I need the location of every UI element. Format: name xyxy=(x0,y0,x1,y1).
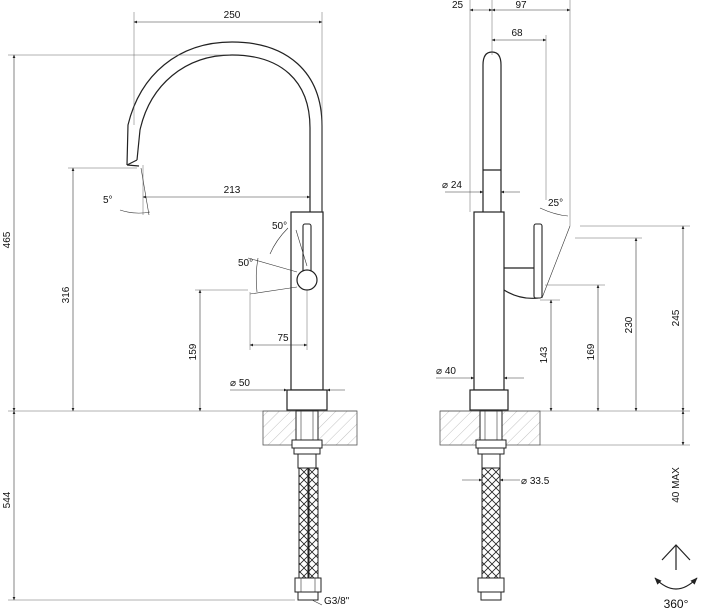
dim-angle-50-lower: 50° xyxy=(238,258,253,269)
dim-diameter-50: ⌀ 50 xyxy=(230,378,250,389)
dim-230: 230 xyxy=(624,316,635,333)
side-lever xyxy=(503,267,539,299)
dim-245: 245 xyxy=(671,309,682,326)
dim-213: 213 xyxy=(224,185,241,196)
dim-40-max: 40 MAX xyxy=(671,467,682,503)
dim-diameter-33-5: ⌀ 33.5 xyxy=(521,476,550,487)
dim-143: 143 xyxy=(539,346,550,363)
dim-angle-5: 5° xyxy=(103,195,113,206)
side-spout xyxy=(482,51,502,212)
dim-544: 544 xyxy=(2,491,13,508)
dim-angle-25: 25° xyxy=(548,198,563,209)
front-hose-left xyxy=(298,467,309,579)
dim-angle-50-upper: 50° xyxy=(272,221,287,232)
dim-316: 316 xyxy=(61,286,72,303)
rotation-label: 360° xyxy=(664,597,689,610)
side-hose xyxy=(481,467,501,579)
front-spout xyxy=(136,54,311,212)
dim-169: 169 xyxy=(586,343,597,360)
dim-97: 97 xyxy=(515,0,527,11)
dim-250: 250 xyxy=(224,10,241,21)
dim-25: 25 xyxy=(452,0,464,11)
dim-75: 75 xyxy=(277,333,289,344)
dim-465: 465 xyxy=(2,231,13,248)
dim-thread-g38: G3/8" xyxy=(324,596,350,607)
rotation-symbol: 360° xyxy=(654,544,698,610)
dim-diameter-40: ⌀ 40 xyxy=(436,366,456,377)
dim-159: 159 xyxy=(188,343,199,360)
side-view: 25 97 68 ⌀ 24 25° ⌀ 40 143 169 230 xyxy=(436,0,690,601)
front-hose-right xyxy=(308,467,319,579)
dim-68: 68 xyxy=(511,28,523,39)
dim-diameter-24: ⌀ 24 xyxy=(442,180,462,191)
front-view: 250 465 544 213 5° 316 50° 50° 159 xyxy=(2,10,358,607)
side-body xyxy=(473,211,505,391)
